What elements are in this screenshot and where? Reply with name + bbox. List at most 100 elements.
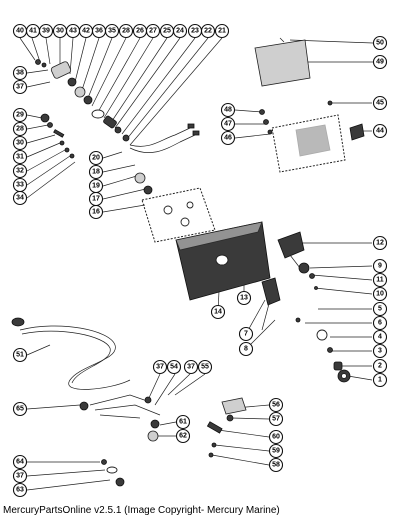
svg-text:36: 36	[95, 28, 103, 35]
svg-text:9: 9	[378, 263, 382, 270]
callout-26: 26	[132, 23, 148, 39]
svg-text:32: 32	[16, 168, 24, 175]
callout-37-top: 37	[12, 79, 28, 95]
svg-text:45: 45	[376, 100, 384, 107]
svg-text:33: 33	[16, 182, 24, 189]
svg-text:35: 35	[108, 28, 116, 35]
svg-text:55: 55	[201, 364, 209, 371]
callout-43: 43	[65, 23, 81, 39]
svg-text:17: 17	[92, 196, 100, 203]
svg-text:5: 5	[378, 306, 382, 313]
svg-text:47: 47	[224, 121, 232, 128]
callout-21: 21	[214, 23, 230, 39]
callout-16: 16	[88, 204, 104, 220]
svg-text:54: 54	[170, 364, 178, 371]
callout-24: 24	[172, 23, 188, 39]
callout-9: 9	[372, 258, 388, 274]
callout-57: 57	[268, 411, 284, 427]
callout-35: 35	[104, 23, 120, 39]
callout-31: 31	[12, 149, 28, 165]
svg-text:44: 44	[376, 128, 384, 135]
callout-56: 56	[268, 397, 284, 413]
svg-text:24: 24	[176, 28, 184, 35]
callout-3: 3	[372, 343, 388, 359]
svg-text:21: 21	[218, 28, 226, 35]
callout-50: 50	[372, 35, 388, 51]
svg-text:29: 29	[16, 112, 24, 119]
svg-text:51: 51	[16, 352, 24, 359]
callout-2: 2	[372, 358, 388, 374]
svg-text:11: 11	[376, 277, 384, 284]
switch-assembly-parts	[11, 37, 365, 487]
callout-61: 61	[175, 414, 191, 430]
callout-27: 27	[145, 23, 161, 39]
callout-42: 42	[78, 23, 94, 39]
callout-7: 7	[238, 326, 254, 342]
svg-text:18: 18	[92, 169, 100, 176]
exploded-parts-diagram: 40 41 39 30 43 42 36 35 28 26 27 25 24 2…	[11, 23, 388, 498]
callout-14: 14	[210, 304, 226, 320]
svg-text:2: 2	[378, 363, 382, 370]
svg-text:8: 8	[244, 346, 248, 353]
svg-text:28: 28	[16, 126, 24, 133]
callout-44: 44	[372, 123, 388, 139]
callout-39: 39	[38, 23, 54, 39]
callout-63: 63	[12, 482, 28, 498]
svg-text:58: 58	[272, 462, 280, 469]
svg-text:3: 3	[378, 348, 382, 355]
callout-41: 41	[25, 23, 41, 39]
callout-30: 30	[52, 23, 68, 39]
svg-text:37: 37	[16, 473, 24, 480]
svg-text:42: 42	[82, 28, 90, 35]
callout-51: 51	[12, 347, 28, 363]
svg-text:7: 7	[244, 331, 248, 338]
callout-8: 8	[238, 341, 254, 357]
callout-58: 58	[268, 457, 284, 473]
svg-text:22: 22	[204, 28, 212, 35]
svg-text:63: 63	[16, 487, 24, 494]
svg-text:25: 25	[163, 28, 171, 35]
callout-34: 34	[12, 190, 28, 206]
callout-18: 18	[88, 164, 104, 180]
callout-20: 20	[88, 150, 104, 166]
svg-text:28: 28	[122, 28, 130, 35]
svg-text:14: 14	[214, 309, 222, 316]
svg-text:38: 38	[16, 70, 24, 77]
callout-bubbles: 40 41 39 30 43 42 36 35 28 26 27 25 24 2…	[12, 23, 388, 498]
callout-33: 33	[12, 177, 28, 193]
svg-text:27: 27	[149, 28, 157, 35]
svg-text:26: 26	[136, 28, 144, 35]
callout-59: 59	[268, 443, 284, 459]
callout-6: 6	[372, 315, 388, 331]
svg-text:13: 13	[240, 295, 248, 302]
callout-1: 1	[372, 372, 388, 388]
svg-text:57: 57	[272, 416, 280, 423]
svg-text:40: 40	[16, 28, 24, 35]
leader-lines	[19, 37, 374, 491]
callout-29: 29	[12, 107, 28, 123]
svg-text:50: 50	[376, 40, 384, 47]
svg-text:46: 46	[224, 135, 232, 142]
callout-22: 22	[200, 23, 216, 39]
svg-text:60: 60	[272, 434, 280, 441]
svg-text:31: 31	[16, 154, 24, 161]
callout-46: 46	[220, 130, 236, 146]
callout-36: 36	[91, 23, 107, 39]
callout-60: 60	[268, 429, 284, 445]
callout-12: 12	[372, 235, 388, 251]
callout-28: 28	[118, 23, 134, 39]
svg-text:1: 1	[378, 377, 382, 384]
svg-text:39: 39	[42, 28, 50, 35]
svg-text:19: 19	[92, 183, 100, 190]
callout-10: 10	[372, 286, 388, 302]
callout-38: 38	[12, 65, 28, 81]
callout-37-bottom: 37	[12, 468, 28, 484]
svg-text:30: 30	[56, 28, 64, 35]
callout-11: 11	[372, 272, 388, 288]
svg-text:41: 41	[29, 28, 37, 35]
callout-13: 13	[236, 290, 252, 306]
svg-text:64: 64	[16, 459, 24, 466]
svg-text:34: 34	[16, 195, 24, 202]
callout-54: 54	[166, 359, 182, 375]
callout-48: 48	[220, 102, 236, 118]
